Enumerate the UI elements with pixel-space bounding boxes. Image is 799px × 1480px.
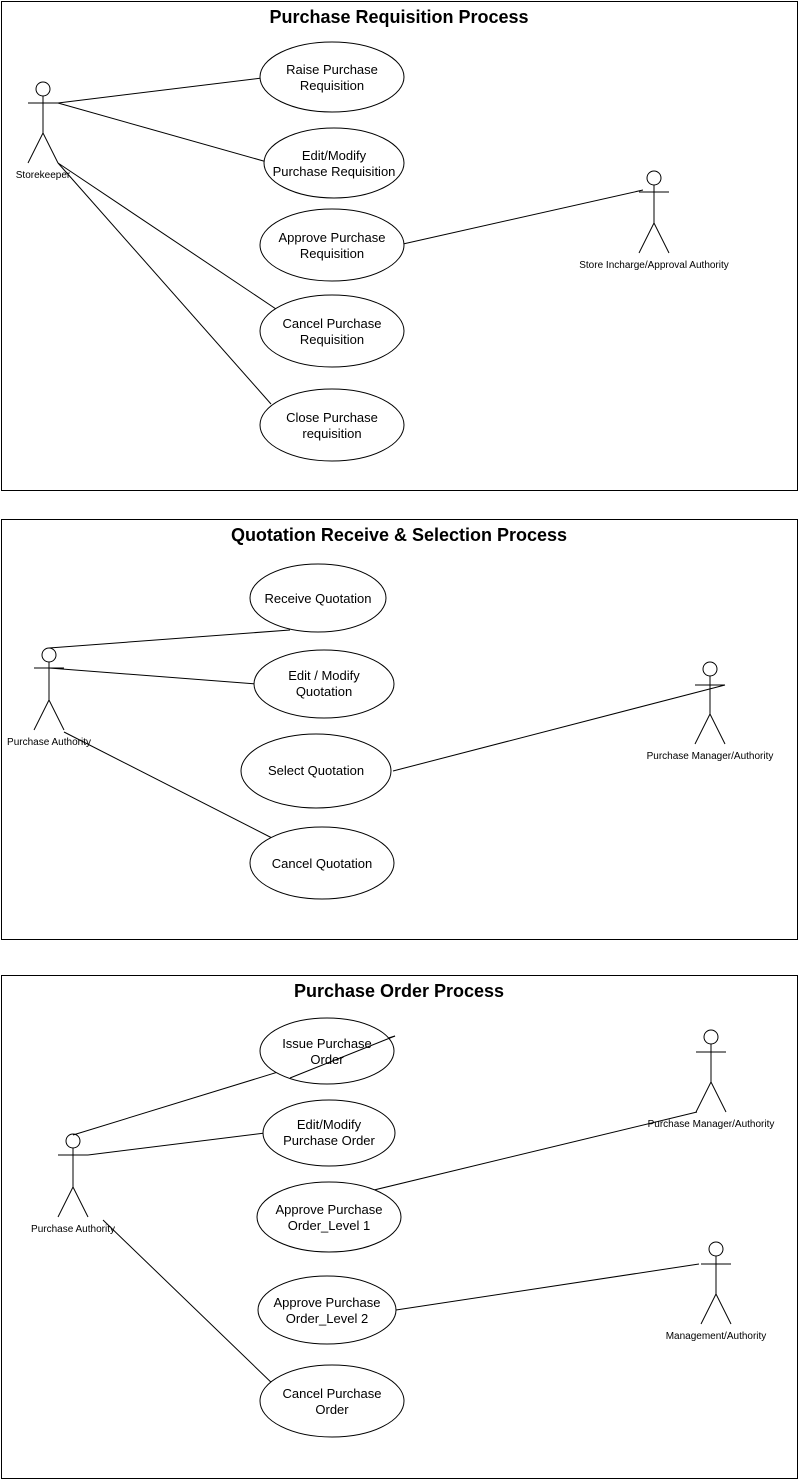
associations bbox=[48, 629, 726, 839]
use-case-edit-quotation: Edit / Modify Quotation bbox=[253, 649, 395, 719]
use-case-label: Purchase Requisition bbox=[273, 164, 396, 179]
use-case-label: Edit / Modify bbox=[288, 668, 360, 683]
use-case-label: Requisition bbox=[300, 332, 364, 347]
diagram-frame bbox=[1, 519, 798, 940]
diagram-title: Quotation Receive & Selection Process bbox=[231, 525, 567, 545]
use-case-label: Edit/Modify bbox=[297, 1117, 362, 1132]
use-case-label: Receive Quotation bbox=[265, 591, 372, 606]
use-case-raise-purchase-requisition: Raise Purchase Requisition bbox=[259, 41, 405, 113]
actor-management-authority-icon bbox=[700, 1241, 732, 1325]
use-case-label: Order bbox=[310, 1052, 344, 1067]
actor-label-purchase-authority: Purchase Authority bbox=[7, 737, 91, 748]
use-case-label: Requisition bbox=[300, 78, 364, 93]
use-case-label: Edit/Modify bbox=[302, 148, 367, 163]
actor-label-purchase-authority: Purchase Authority bbox=[31, 1224, 115, 1235]
use-case-label: Approve Purchase bbox=[274, 1295, 381, 1310]
use-case-label: Requisition bbox=[300, 246, 364, 261]
use-case-approve-purchase-order-level-1: Approve Purchase Order_Level 1 bbox=[256, 1181, 402, 1253]
use-case-edit-purchase-order: Edit/Modify Purchase Order bbox=[262, 1099, 396, 1167]
use-case-label: Order bbox=[315, 1402, 349, 1417]
actor-purchase-authority-icon bbox=[57, 1133, 89, 1218]
use-case-issue-purchase-order: Issue Purchase Order bbox=[259, 1017, 395, 1085]
actor-label-management-authority: Management/Authority bbox=[666, 1331, 767, 1342]
diagram-quotation-selection: Quotation Receive & Selection Process Re… bbox=[1, 519, 798, 940]
use-case-label: Raise Purchase bbox=[286, 62, 378, 77]
actor-label-storekeeper: Storekeeper bbox=[16, 170, 71, 181]
use-case-label: Cancel Purchase bbox=[283, 1386, 382, 1401]
diagram-purchase-requisition: Purchase Requisition Process Raise Purch… bbox=[1, 1, 798, 491]
use-case-cancel-purchase-requisition: Cancel Purchase Requisition bbox=[259, 294, 405, 368]
use-case-approve-purchase-order-level-2: Approve Purchase Order_Level 2 bbox=[257, 1275, 397, 1345]
use-case-select-quotation: Select Quotation bbox=[240, 733, 392, 809]
use-case-approve-purchase-requisition: Approve Purchase Requisition bbox=[259, 208, 405, 282]
association-overlay bbox=[289, 1035, 396, 1079]
use-case-close-purchase-requisition: Close Purchase requisition bbox=[259, 388, 405, 462]
use-case-label: Cancel Quotation bbox=[272, 856, 372, 871]
use-case-edit-purchase-requisition: Edit/Modify Purchase Requisition bbox=[263, 127, 405, 199]
actor-label-purchase-manager: Purchase Manager/Authority bbox=[647, 751, 774, 762]
use-case-label: Approve Purchase bbox=[279, 230, 386, 245]
use-case-label: Order_Level 1 bbox=[288, 1218, 370, 1233]
diagram-purchase-order: Purchase Order Process Issue Purchase Or… bbox=[1, 975, 798, 1479]
diagram-title: Purchase Requisition Process bbox=[269, 7, 528, 27]
actor-label-store-incharge: Store Incharge/Approval Authority bbox=[579, 260, 729, 271]
actor-purchase-manager-icon bbox=[694, 661, 726, 745]
actor-purchase-manager-icon bbox=[695, 1029, 727, 1113]
use-case-cancel-purchase-order: Cancel Purchase Order bbox=[259, 1364, 405, 1438]
use-case-label: Issue Purchase bbox=[282, 1036, 372, 1051]
use-case-receive-quotation: Receive Quotation bbox=[249, 563, 387, 633]
actor-purchase-authority-icon bbox=[33, 647, 65, 731]
diagram-title: Purchase Order Process bbox=[294, 981, 504, 1001]
use-case-cancel-quotation: Cancel Quotation bbox=[249, 826, 395, 900]
associations bbox=[57, 77, 644, 405]
use-case-label: requisition bbox=[302, 426, 361, 441]
actor-label-purchase-manager: Purchase Manager/Authority bbox=[648, 1119, 775, 1130]
actor-store-incharge-icon bbox=[638, 170, 670, 254]
use-case-label: Purchase Order bbox=[283, 1133, 375, 1148]
use-case-label: Select Quotation bbox=[268, 763, 364, 778]
use-case-label: Quotation bbox=[296, 684, 352, 699]
actor-storekeeper-icon bbox=[27, 81, 59, 164]
use-case-label: Approve Purchase bbox=[276, 1202, 383, 1217]
use-case-label: Close Purchase bbox=[286, 410, 378, 425]
use-case-label: Cancel Purchase bbox=[283, 316, 382, 331]
use-case-label: Order_Level 2 bbox=[286, 1311, 368, 1326]
